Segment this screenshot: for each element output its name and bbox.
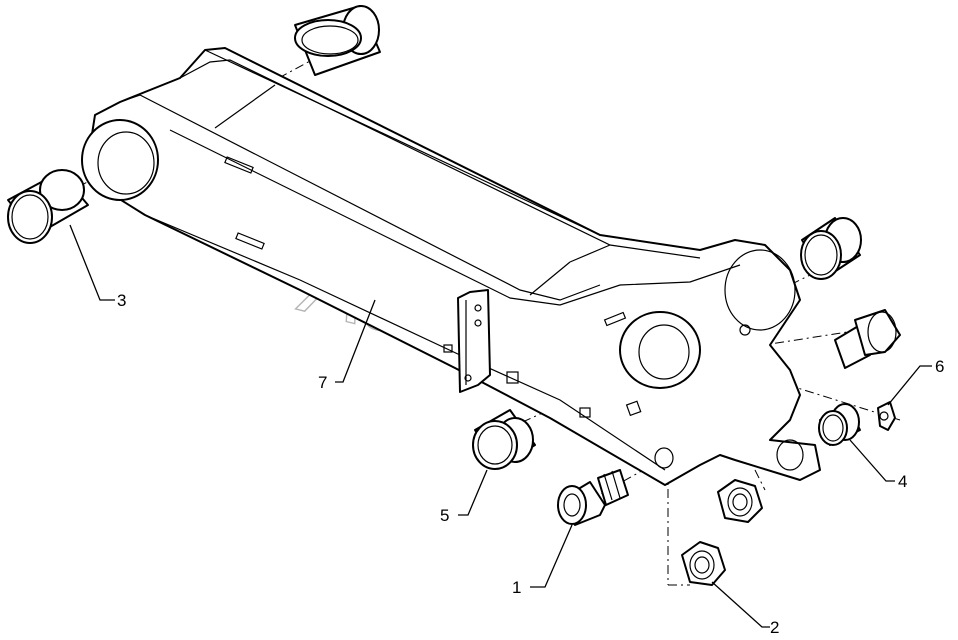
bushing-left: [7, 169, 89, 244]
bolt-upper: [834, 309, 901, 369]
callout-6: 6: [935, 357, 944, 376]
callout-5: 5: [440, 506, 449, 525]
socket-bolt: [557, 469, 629, 526]
callout-4: 4: [898, 472, 907, 491]
callout-2: 2: [770, 618, 779, 637]
nut-upper: [717, 479, 763, 523]
callout-labels: 3 7 5 1 2 4 6: [117, 291, 944, 637]
callout-3: 3: [117, 291, 126, 310]
callout-1: 1: [512, 578, 521, 597]
bushing-right: [800, 217, 862, 280]
bushing-4: [818, 403, 861, 446]
bushing-5: [472, 409, 536, 470]
leader-lines: [69, 224, 932, 628]
grease-nipple: [877, 401, 896, 431]
bushing-top: [294, 5, 381, 76]
swing-arm-frame: [81, 47, 821, 486]
nut-lower: [681, 541, 726, 586]
callout-7: 7: [318, 373, 327, 392]
